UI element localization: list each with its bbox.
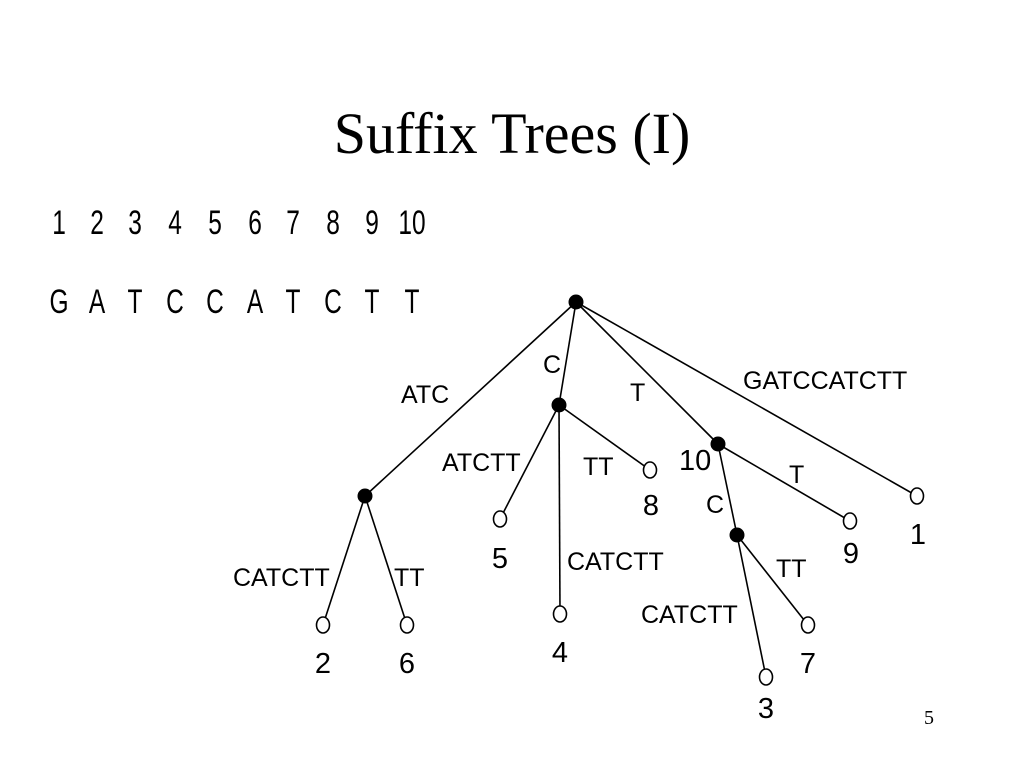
edge-label-root-L1: GATCCATCTT [743, 367, 907, 395]
position-number-3: 3 [128, 204, 142, 242]
leaf-node-5 [492, 510, 508, 528]
edge-label-nT-L9: T [789, 461, 804, 489]
edge-label-nA-L2: CATCTT [233, 564, 330, 592]
internal-node-nC [551, 397, 567, 413]
tree-edge-nC-L5 [499, 404, 560, 520]
tree-edge-nTC-L3 [736, 534, 767, 678]
internal-node-nT [710, 436, 726, 452]
position-number-8: 8 [326, 204, 340, 242]
leaf-label-4: 4 [552, 637, 568, 669]
tree-edge-nA-L6 [364, 495, 408, 626]
leaf-label-3: 3 [758, 693, 774, 725]
internal-node-root [568, 294, 584, 310]
edge-label-nT-nTC: C [706, 491, 724, 519]
leaf-label-6: 6 [399, 648, 415, 680]
sequence-letter-3: T [127, 283, 143, 321]
edge-label-nTC-L7: TT [776, 555, 807, 583]
sequence-letter-7: T [285, 283, 301, 321]
leaf-node-4 [552, 605, 568, 623]
tree-edge-nTC-L7 [736, 534, 809, 626]
sequence-letter-2: A [88, 283, 106, 321]
tree-edge-nT-nTC [717, 443, 738, 536]
position-number-4: 4 [168, 204, 182, 242]
position-number-1: 1 [52, 204, 66, 242]
leaf-label-2: 2 [315, 648, 331, 680]
tree-edge-root-nT [575, 301, 719, 445]
leaf-node-3 [758, 668, 774, 686]
page-number: 5 [924, 707, 934, 729]
edge-label-nTC-L3: CATCTT [641, 601, 738, 629]
leaf-label-5: 5 [492, 543, 508, 575]
slide-title: Suffix Trees (I) [333, 101, 691, 166]
edge-label-root-nA: ATC [401, 381, 449, 409]
sequence-letter-5: C [206, 283, 224, 321]
leaf-label-1: 1 [910, 519, 926, 551]
terminal-suffix-label: 10 [679, 445, 711, 477]
edge-label-nC-L5: ATCTT [442, 449, 521, 477]
internal-node-nTC [729, 527, 745, 543]
leaf-label-7: 7 [800, 648, 816, 680]
internal-node-nA [357, 488, 373, 504]
leaf-node-1 [909, 487, 925, 505]
tree-edge-nT-L9 [717, 443, 851, 522]
edge-label-nC-L8: TT [583, 453, 614, 481]
leaf-node-8 [642, 461, 658, 479]
leaf-node-9 [842, 512, 858, 530]
sequence-letter-6: A [246, 283, 264, 321]
sequence-letter-4: C [166, 283, 184, 321]
position-number-2: 2 [90, 204, 104, 242]
edge-label-root-nC: C [543, 351, 561, 379]
tree-edge-root-L1 [575, 301, 918, 497]
sequence-letter-1: G [49, 283, 69, 321]
tree-edge-root-nA [364, 301, 577, 497]
position-number-6: 6 [248, 204, 262, 242]
position-number-5: 5 [208, 204, 222, 242]
tree-edge-nC-L4 [558, 404, 561, 615]
tree-edge-nA-L2 [322, 495, 366, 626]
sequence-letter-10: T [404, 283, 420, 321]
leaf-node-6 [399, 616, 415, 634]
leaf-label-8: 8 [643, 490, 659, 522]
leaf-label-9: 9 [843, 538, 859, 570]
tree-edge-root-nC [558, 301, 577, 406]
sequence-letter-8: C [324, 283, 342, 321]
position-number-7: 7 [286, 204, 300, 242]
position-number-10: 10 [398, 204, 426, 242]
leaf-node-7 [800, 616, 816, 634]
sequence-letter-9: T [364, 283, 380, 321]
tree-edge-nC-L8 [558, 404, 651, 471]
position-number-9: 9 [365, 204, 379, 242]
edge-label-root-nT: T [630, 379, 645, 407]
edge-label-nA-L6: TT [394, 564, 425, 592]
edge-label-nC-L4: CATCTT [567, 548, 664, 576]
leaf-node-2 [315, 616, 331, 634]
